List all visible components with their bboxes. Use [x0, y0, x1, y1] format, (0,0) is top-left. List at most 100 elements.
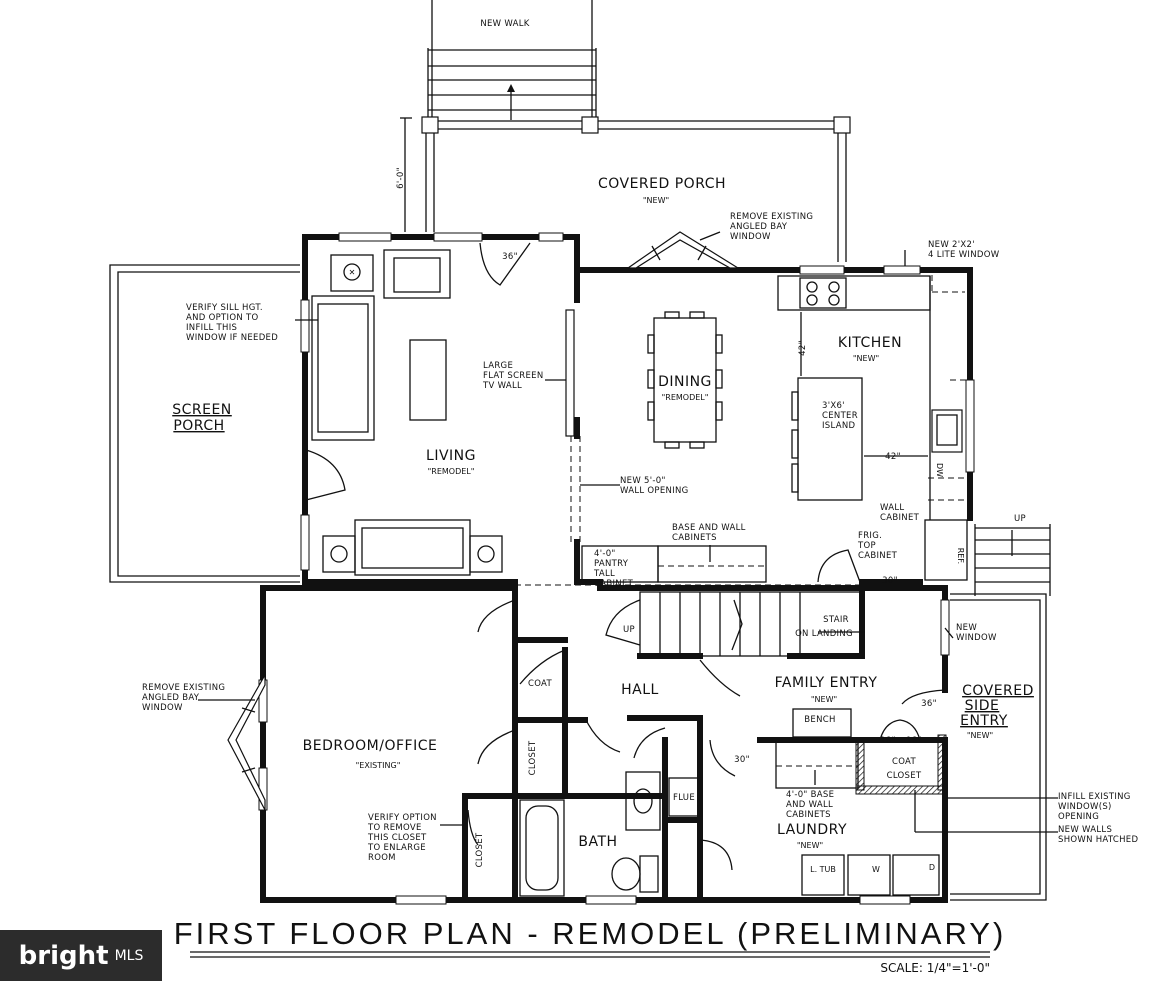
tv-note-2: FLAT SCREEN	[483, 371, 544, 381]
windows	[258, 232, 975, 905]
verify-closet-note-5: ROOM	[368, 853, 396, 863]
verify-closet-note-4: TO ENLARGE	[367, 843, 426, 853]
dimension-30-laundry: 30"	[734, 755, 750, 765]
entry-door-dimension: 36"	[921, 699, 937, 709]
new-window-side-note-2: WINDOW	[956, 633, 997, 643]
island-note-1: 3'X6'	[822, 401, 845, 411]
covered-side-label-2: SIDE	[965, 698, 1000, 714]
family-entry-label: FAMILY ENTRY	[775, 675, 878, 691]
washer-label: W	[872, 865, 880, 874]
hatched-note-2: SHOWN HATCHED	[1058, 835, 1138, 845]
coat-closet-label-1: COAT	[892, 757, 917, 767]
flue-label: FLUE	[673, 793, 695, 803]
hall-closet-label: CLOSET	[528, 740, 538, 775]
dining-table	[647, 311, 723, 449]
base-wall2-note-1: 4'-0" BASE	[786, 790, 834, 800]
pantry-note-2: PANTRY	[594, 559, 629, 569]
dimension-18-right: 18"	[906, 736, 922, 746]
verify-sill-note-4: WINDOW IF NEEDED	[186, 333, 278, 343]
removed-walls	[515, 275, 968, 586]
covered-side-sub: "NEW"	[967, 731, 993, 740]
screen-porch-label-1: SCREEN	[172, 402, 232, 418]
new-walk-label: NEW WALK	[480, 19, 529, 29]
screen-porch-label-2: PORCH	[173, 418, 224, 434]
remove-bay2-note-2: ANGLED BAY	[142, 693, 200, 703]
dimension-42-vertical: 42"	[798, 340, 808, 356]
living-sub: "REMODEL"	[428, 467, 475, 476]
pantry-note-3: TALL	[593, 569, 615, 579]
logo-suffix: MLS	[114, 947, 144, 964]
base-wall-note-1: BASE AND WALL	[672, 523, 746, 533]
stair-note-2: ON LANDING	[795, 629, 853, 639]
frig-cabinet-note-2: TOP	[857, 541, 876, 551]
leader-lines	[198, 231, 1058, 833]
stair-note-1: STAIR	[823, 615, 849, 625]
verify-sill-note-1: VERIFY SILL HGT.	[186, 303, 263, 313]
new-window-note-2: 4 LITE WINDOW	[928, 250, 1000, 260]
dimension-30-kitchen: 30"	[882, 576, 898, 586]
bright-mls-logo: bright MLS	[0, 930, 162, 981]
living-label: LIVING	[426, 448, 476, 464]
frig-cabinet-note-3: CABINET	[858, 551, 898, 561]
svg-text:✕: ✕	[349, 268, 356, 277]
hall-label: HALL	[621, 682, 659, 698]
laundry-label: LAUNDRY	[777, 822, 847, 838]
new-window-side-note-1: NEW	[956, 623, 977, 633]
covered-side-label-1: COVERED	[962, 683, 1034, 699]
island-note-2: CENTER	[822, 411, 858, 421]
remove-bay2-note-3: WINDOW	[142, 703, 183, 713]
dishwasher-label: DW	[935, 463, 944, 477]
new-window-note-1: NEW 2'X2'	[928, 240, 975, 250]
kitchen-label: KITCHEN	[838, 335, 902, 351]
laundry-sub: "NEW"	[797, 841, 823, 850]
kitchen-sub: "NEW"	[853, 354, 879, 363]
remove-bay-note-2: ANGLED BAY	[730, 222, 788, 232]
interior-walls	[462, 585, 948, 903]
side-up-label: UP	[1014, 514, 1026, 524]
stair-up-label: UP	[623, 625, 635, 635]
tv-note-3: TV WALL	[482, 381, 522, 391]
logo-brand: bright	[18, 940, 109, 971]
coat-closet-label-2: CLOSET	[887, 771, 922, 781]
coat-label: COAT	[528, 679, 553, 689]
angled-bay-top	[626, 231, 741, 269]
covered-porch-label: COVERED PORCH	[598, 176, 726, 192]
wall-cabinet-note-2: CABINET	[880, 513, 920, 523]
living-door-dimension: 36"	[502, 252, 518, 262]
dining-label: DINING	[658, 374, 712, 390]
refrigerator-label: REF.	[956, 548, 965, 564]
covered-side-label-3: ENTRY	[960, 713, 1008, 729]
scale-label: SCALE: 1/4"=1'-0"	[880, 961, 990, 975]
verify-sill-note-2: AND OPTION TO	[186, 313, 258, 323]
covered-porch-sub: "NEW"	[643, 196, 669, 205]
wall-cabinet-note-1: WALL	[880, 503, 904, 513]
new-walk	[427, 0, 597, 120]
wall-opening-note-1: NEW 5'-0"	[620, 476, 666, 486]
wall-opening-note-2: WALL OPENING	[620, 486, 689, 496]
dimension-42-horizontal: 42"	[885, 452, 901, 462]
base-wall-note-2: CABINETS	[672, 533, 717, 543]
family-entry-sub: "NEW"	[811, 695, 837, 704]
covered-side-entry	[950, 524, 1051, 901]
screen-porch	[109, 264, 300, 583]
infill-note-3: OPENING	[1058, 812, 1099, 822]
dining-sub: "REMODEL"	[662, 393, 709, 402]
hatched-walls	[855, 734, 947, 795]
base-wall2-note-3: CABINETS	[786, 810, 831, 820]
bedroom-sub: "EXISTING"	[356, 761, 401, 770]
covered-porch	[400, 116, 851, 262]
infill-note-2: WINDOW(S)	[1058, 802, 1112, 812]
verify-closet-note-1: VERIFY OPTION	[368, 813, 437, 823]
kitchen	[581, 275, 968, 583]
remove-bay-note-1: REMOVE EXISTING	[730, 212, 813, 222]
bench-label: BENCH	[804, 715, 835, 725]
tv-note-1: LARGE	[483, 361, 513, 371]
remove-bay2-note-1: REMOVE EXISTING	[142, 683, 225, 693]
fixtures	[519, 708, 940, 897]
frig-cabinet-note-1: FRIG.	[858, 531, 882, 541]
bath-label: BATH	[578, 834, 617, 850]
pantry-note-1: 4'-0"	[594, 549, 616, 559]
laundry-tub-label: L. TUB	[810, 865, 836, 874]
living-furniture: ✕	[305, 242, 575, 576]
